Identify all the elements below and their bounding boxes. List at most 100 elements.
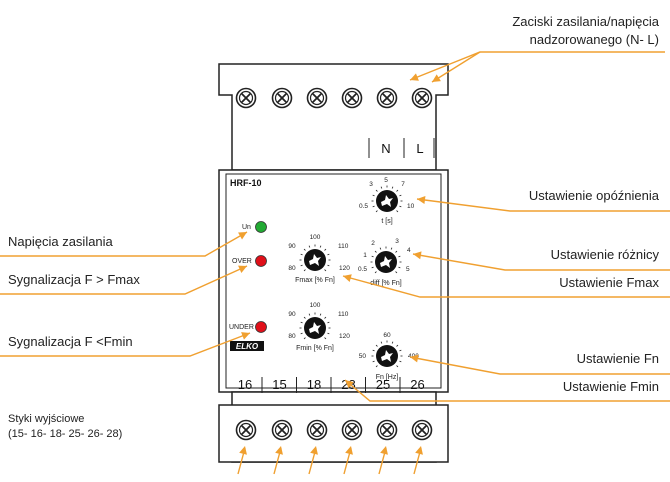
- led-under-label: UNDER: [229, 324, 254, 331]
- knob-scale-label: 110: [338, 243, 349, 250]
- arrowhead-icon: [238, 232, 247, 240]
- fmax-knob-grip: [309, 254, 321, 266]
- knob-tick: [300, 253, 303, 256]
- fn-knob-grip: [381, 350, 393, 362]
- terminal-number-18: 18: [307, 377, 321, 392]
- callout-supply-terminals-line1: Zaciski zasilania/napięcia: [512, 14, 659, 29]
- knob-tick: [375, 210, 378, 213]
- callout-fmax: Ustawienie Fmax: [559, 275, 659, 290]
- screw-terminal-icon: [411, 87, 433, 109]
- front-panel-inner: [225, 173, 442, 389]
- knob-tick: [324, 269, 327, 272]
- screw-terminal-icon: [341, 87, 363, 109]
- knob-tick: [396, 365, 399, 368]
- callout-fmin: Ustawienie Fmin: [563, 379, 659, 394]
- callout-labels: Zaciski zasilania/napięcia nadzorowanego…: [8, 14, 660, 440]
- knob-tick: [374, 271, 377, 274]
- knob-tick: [303, 248, 306, 251]
- knob-tick: [390, 247, 393, 250]
- knob-tick: [319, 245, 322, 248]
- screw-terminal-icon: [271, 419, 293, 441]
- knob-tick: [379, 247, 382, 250]
- knob-scale-label: 50: [359, 353, 367, 360]
- knob-tick: [374, 250, 377, 253]
- callout-under-led: Sygnalizacja F <Fmin: [8, 334, 133, 349]
- arrowhead-icon: [417, 196, 426, 204]
- arrowhead-icon: [410, 354, 419, 363]
- elko-logo: ELKO: [230, 341, 264, 351]
- screw-terminal-icon: [376, 419, 398, 441]
- knob-tick: [308, 313, 311, 316]
- logo-text: ELKO: [236, 342, 259, 351]
- knob-tick: [327, 332, 330, 335]
- knob-tick: [399, 349, 402, 352]
- knob-tick: [380, 186, 383, 189]
- fmin-knob-label: Fmin [% Fn]: [296, 345, 334, 352]
- knob-tick: [324, 337, 327, 340]
- knob-tick: [327, 253, 330, 256]
- led-un-label: Un: [242, 224, 251, 231]
- screw-terminal-icon: [271, 87, 293, 109]
- knob-scale-label: 90: [288, 311, 296, 318]
- screw-terminal-icon: [306, 419, 328, 441]
- arrowhead-icon: [415, 446, 423, 455]
- screw-terminal-icon: [376, 87, 398, 109]
- knob-tick: [399, 360, 402, 363]
- leader-supply-led: [0, 231, 248, 257]
- knob-tick: [319, 313, 322, 316]
- led-un-indicator: [255, 221, 267, 233]
- arrowhead-icon: [310, 446, 318, 455]
- led-over: OVER: [232, 255, 267, 267]
- knob-tick: [327, 321, 330, 324]
- knob-tick: [372, 349, 375, 352]
- terminal-label-l: L: [416, 141, 423, 156]
- knob-scale-label: 90: [288, 243, 296, 250]
- fmin-knob-grip: [309, 322, 321, 334]
- arrowhead-icon: [275, 446, 283, 455]
- knob-scale-label: 4: [407, 247, 411, 254]
- knob-tick: [372, 205, 375, 208]
- led-over-indicator: [255, 255, 267, 267]
- knob-tick: [300, 332, 303, 335]
- callout-fn: Ustawienie Fn: [577, 351, 659, 366]
- knob-tick: [324, 316, 327, 319]
- knob-tick: [372, 194, 375, 197]
- knob-scale-label: 120: [339, 265, 350, 272]
- terminal-number-25: 25: [376, 377, 390, 392]
- led-under-indicator: [255, 321, 267, 333]
- knob-tick: [300, 321, 303, 324]
- arrowhead-icon: [239, 446, 247, 455]
- knob-scale-label: 3: [369, 181, 373, 188]
- nl-terminal-labels: N L: [368, 138, 435, 158]
- led-under: UNDER: [229, 321, 267, 333]
- arrowhead-icon: [241, 332, 250, 340]
- knob-scale-label: 10: [407, 203, 415, 210]
- top-screw-row: [235, 87, 433, 109]
- knob-tick: [371, 255, 374, 258]
- knob-scale-label: 120: [339, 333, 350, 340]
- knob-tick: [371, 266, 374, 269]
- arrowhead-icon: [410, 73, 419, 81]
- arrowheads: [237, 73, 441, 475]
- arrowhead-icon: [345, 380, 354, 389]
- model-label: HRF-10: [230, 178, 262, 188]
- screw-terminal-icon: [235, 419, 257, 441]
- leader-under-led: [0, 332, 251, 357]
- knob-scale-label: 0.5: [358, 266, 367, 273]
- knob-scale-label: 5: [384, 177, 388, 184]
- knob-scale-label: 3: [395, 238, 399, 245]
- fmax-knob-label: Fmax [% Fn]: [295, 277, 335, 284]
- knob-tick: [375, 189, 378, 192]
- led-un: Un: [242, 221, 267, 233]
- knob-tick: [396, 344, 399, 347]
- knob-tick: [380, 341, 383, 344]
- t-knob-grip: [381, 195, 393, 207]
- knob-tick: [303, 269, 306, 272]
- logo-box: [230, 341, 264, 351]
- arrowhead-icon: [432, 74, 441, 82]
- callout-delay: Ustawienie opóźnienia: [529, 188, 660, 203]
